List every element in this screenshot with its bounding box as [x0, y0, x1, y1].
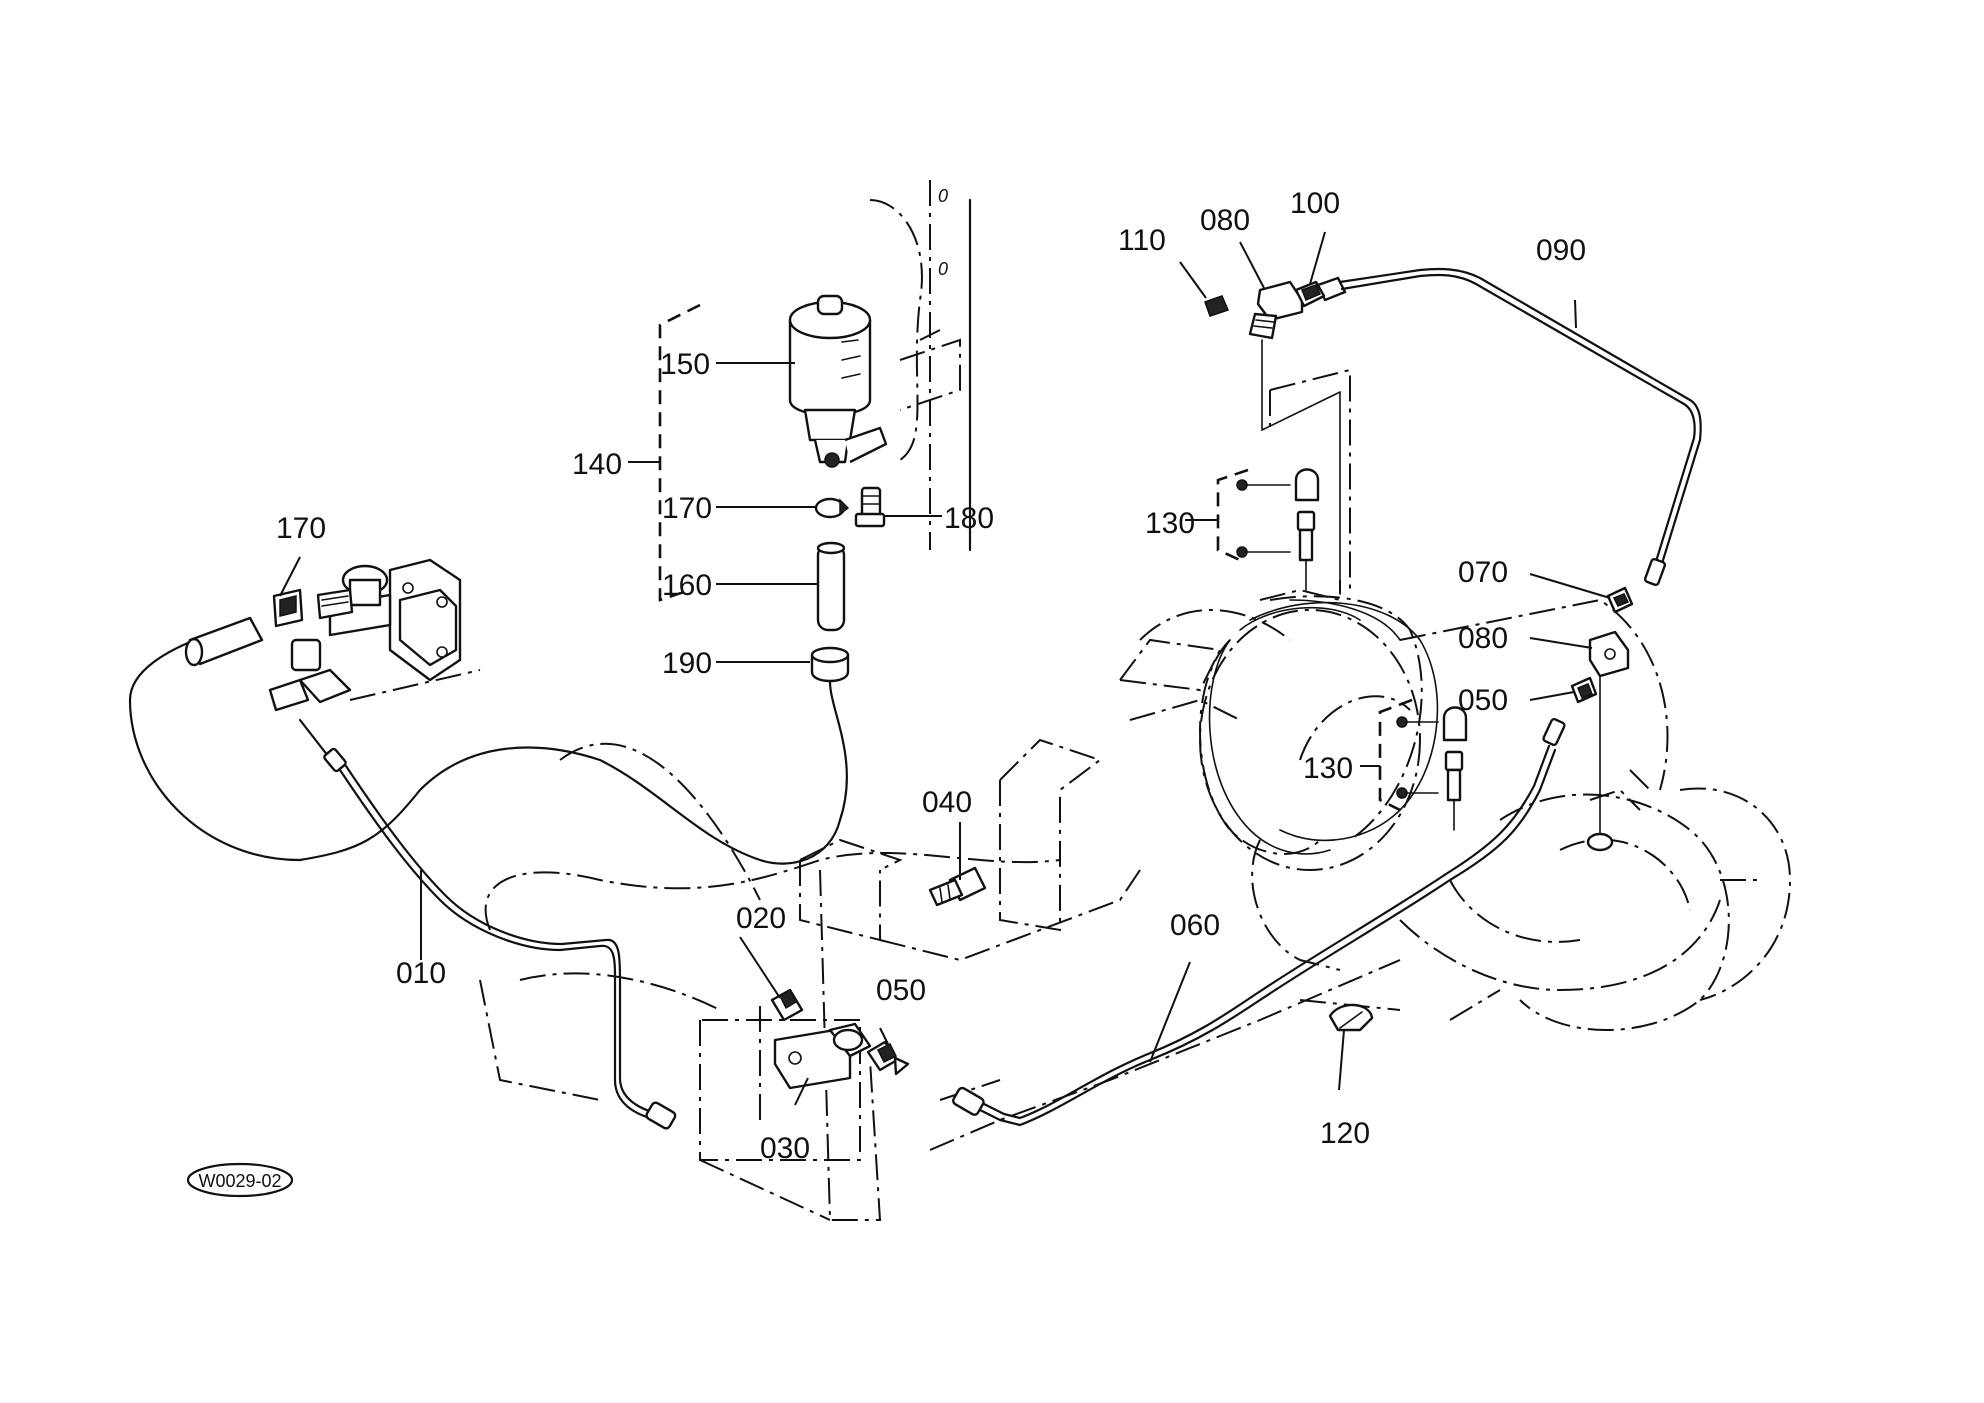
joint-080-top — [1248, 280, 1304, 340]
label-120: 120 — [1320, 1117, 1370, 1150]
hose-clamp-170 — [814, 497, 850, 519]
mounting-plate: 0 0 — [929, 180, 972, 552]
label-050-right: 050 — [1458, 684, 1508, 717]
assembly-pointer-top — [1261, 339, 1341, 591]
label-160: 160 — [662, 569, 712, 602]
brake-pipe-090 — [1316, 267, 1702, 587]
label-170-top: 170 — [662, 492, 712, 525]
label-190: 190 — [662, 647, 712, 680]
bleeder-110 — [1204, 295, 1230, 317]
drawing-code-badge: W0029-02 — [186, 1162, 294, 1198]
leader-lines — [279, 231, 1611, 1106]
bleeder-group-130-top — [1216, 468, 1320, 591]
label-110: 110 — [1118, 224, 1166, 257]
brake-pipe-010 — [298, 718, 677, 1130]
label-180: 180 — [944, 502, 994, 535]
axle-housing — [1199, 599, 1439, 871]
label-150: 150 — [660, 348, 710, 381]
three-way-joint-030 — [773, 1022, 872, 1090]
svg-text:0: 0 — [938, 186, 948, 206]
label-130-right: 130 — [1303, 752, 1353, 785]
label-140: 140 — [572, 448, 622, 481]
reservoir-bracket — [628, 303, 701, 602]
label-170-left: 170 — [276, 512, 326, 545]
master-cylinder — [184, 558, 481, 712]
bleeder-group-130-right — [1378, 698, 1468, 831]
hose-clamp-190 — [810, 646, 850, 683]
label-060: 060 — [1170, 909, 1220, 942]
label-040: 040 — [922, 786, 972, 819]
union-100 — [1294, 280, 1326, 308]
label-080-top: 080 — [1200, 204, 1250, 237]
label-020: 020 — [736, 902, 786, 935]
label-030: 030 — [760, 1132, 810, 1165]
brake-pipe-060 — [952, 717, 1566, 1127]
chassis-outline — [479, 199, 1792, 1221]
wheel-port — [1586, 832, 1614, 852]
pipe-clip-120 — [1328, 1003, 1374, 1032]
label-050-left: 050 — [876, 974, 926, 1007]
union-070 — [1606, 586, 1634, 614]
union-050-right — [1570, 676, 1598, 704]
oil-reservoir-150 — [788, 294, 888, 468]
label-130-top: 130 — [1145, 507, 1195, 540]
svg-text:0: 0 — [938, 259, 948, 279]
bolt-180 — [854, 486, 886, 528]
label-090: 090 — [1536, 234, 1586, 267]
label-100: 100 — [1290, 187, 1340, 220]
label-010: 010 — [396, 957, 446, 990]
hose-160 — [816, 541, 846, 632]
return-hose — [128, 638, 848, 865]
part-labels: 150 140 170 180 160 190 170 010 040 020 … — [276, 187, 1586, 1165]
bolt-040 — [928, 866, 987, 907]
label-080-right: 080 — [1458, 622, 1508, 655]
label-070: 070 — [1458, 556, 1508, 589]
drawing-code: W0029-02 — [198, 1171, 281, 1191]
union-020 — [770, 988, 804, 1022]
joint-080-right — [1588, 630, 1630, 841]
union-050-left — [866, 1040, 910, 1076]
